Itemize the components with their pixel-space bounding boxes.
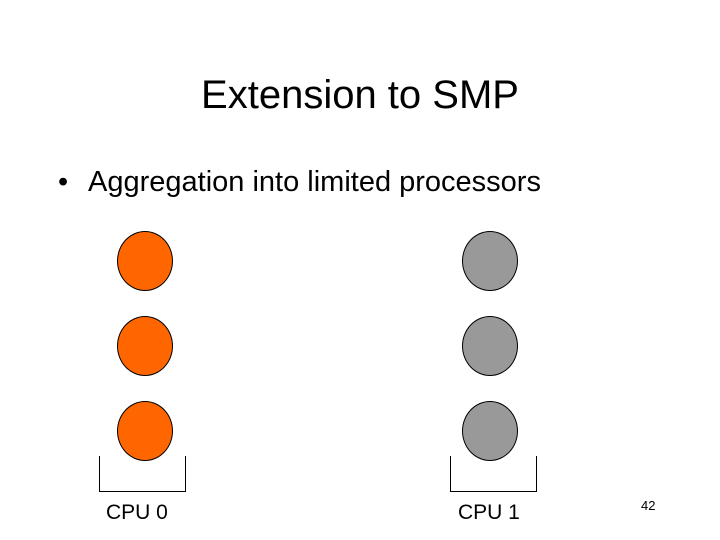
cpu-0-process-1: [117, 231, 173, 291]
cpu-0-bracket: [99, 456, 186, 492]
cpu-0-label: CPU 0: [106, 501, 168, 524]
slide-title: Extension to SMP: [201, 73, 519, 117]
page-number: 42: [641, 498, 656, 513]
cpu-1-process-1: [462, 231, 518, 291]
cpu-0-process-3: [117, 401, 173, 461]
cpu-1-bracket: [450, 456, 537, 492]
cpu-0-process-2: [117, 316, 173, 376]
bullet-item: • Aggregation into limited processors: [58, 162, 541, 202]
bullet-marker: •: [58, 166, 69, 198]
cpu-1-process-2: [462, 316, 518, 376]
bullet-text: Aggregation into limited processors: [88, 166, 541, 198]
cpu-1-label: CPU 1: [458, 501, 520, 524]
cpu-1-process-3: [462, 401, 518, 461]
